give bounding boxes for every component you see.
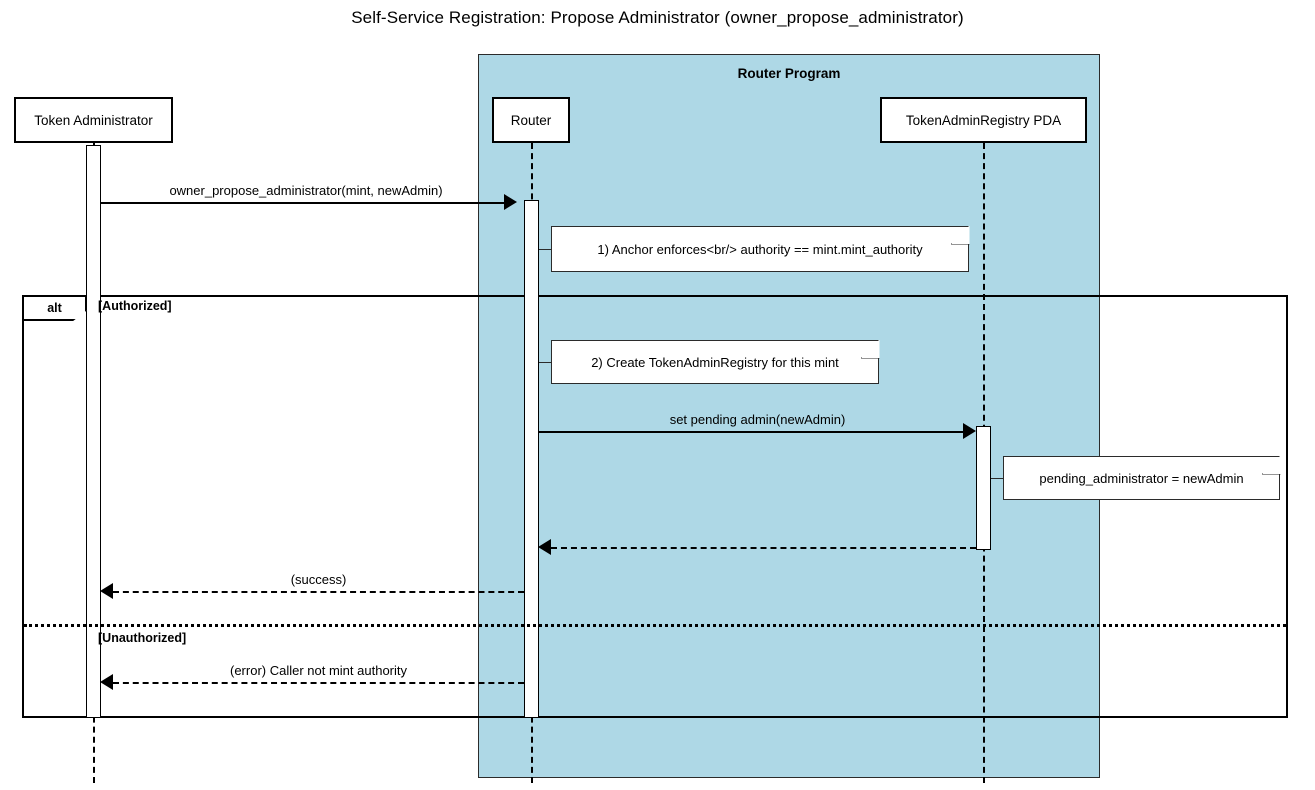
alt-fragment-operator-tab: alt: [24, 297, 87, 321]
alt-operator-label: alt: [47, 301, 62, 315]
alt-guard-unauthorized: [Unauthorized]: [98, 631, 187, 645]
participant-label: Router: [510, 112, 552, 128]
message-line-error-return: [113, 682, 524, 684]
note-create-registry: 2) Create TokenAdminRegistry for this mi…: [551, 339, 880, 384]
message-arrowhead-set-pending-admin: [963, 423, 976, 439]
message-arrowhead-error-return: [100, 674, 113, 690]
note-fold-corner-icon: [860, 339, 880, 359]
message-line-owner-propose-administrator: [101, 202, 504, 204]
page-title: Self-Service Registration: Propose Admin…: [351, 8, 964, 27]
note-text: pending_administrator = newAdmin: [1039, 470, 1244, 486]
message-arrowhead-pda-return: [538, 539, 551, 555]
message-arrowhead-success-return: [100, 583, 113, 599]
message-arrowhead-owner-propose-administrator: [504, 194, 517, 210]
note-anchor-line-3: [991, 478, 1004, 479]
message-label-error-return: (error) Caller not mint authority: [230, 663, 407, 678]
note-fold-corner-icon: [1261, 455, 1281, 475]
group-box-label: Router Program: [737, 66, 841, 81]
activation-router: [524, 200, 539, 718]
message-line-set-pending-admin: [539, 431, 963, 433]
participant-label: TokenAdminRegistry PDA: [905, 112, 1062, 128]
group-box-router-program: Router Program: [478, 54, 1100, 778]
note-anchor-line-2: [539, 362, 552, 363]
participant-label: Token Administrator: [34, 112, 153, 128]
alt-guard-authorized: [Authorized]: [98, 299, 172, 313]
alt-fragment-divider: [24, 624, 1286, 627]
note-text: 2) Create TokenAdminRegistry for this mi…: [591, 354, 839, 370]
message-label-success-return: (success): [290, 572, 347, 587]
note-text: 1) Anchor enforces<br/> authority == min…: [597, 241, 923, 257]
note-fold-corner-icon: [950, 225, 970, 245]
activation-token-admin-registry-pda: [976, 426, 991, 550]
participant-token-administrator[interactable]: Token Administrator: [14, 97, 173, 143]
message-label-set-pending-admin: set pending admin(newAdmin): [669, 412, 846, 427]
participant-token-admin-registry-pda[interactable]: TokenAdminRegistry PDA: [880, 97, 1087, 143]
message-line-pda-return: [551, 547, 976, 549]
message-line-success-return: [113, 591, 524, 593]
message-label-owner-propose-administrator: owner_propose_administrator(mint, newAdm…: [169, 183, 443, 198]
participant-router[interactable]: Router: [492, 97, 570, 143]
note-pending-administrator: pending_administrator = newAdmin: [1003, 455, 1281, 500]
note-anchor-line-1: [539, 249, 552, 250]
note-anchor-enforces: 1) Anchor enforces<br/> authority == min…: [551, 225, 970, 272]
